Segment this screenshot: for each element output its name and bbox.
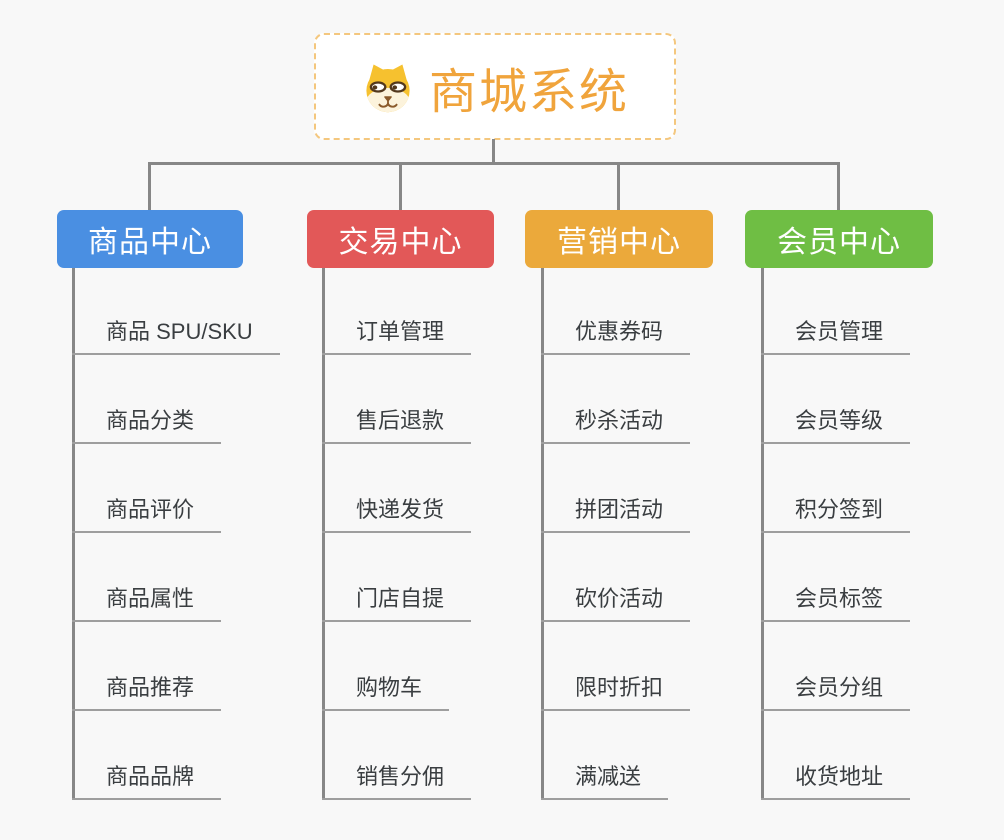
- child-node[interactable]: 门店自提: [322, 576, 472, 622]
- child-node[interactable]: 商品分类: [72, 398, 222, 444]
- child-node[interactable]: 砍价活动: [541, 576, 691, 622]
- child-node[interactable]: 限时折扣: [541, 665, 691, 711]
- dog-face-icon: [366, 64, 410, 112]
- child-node[interactable]: 商品属性: [72, 576, 222, 622]
- branch-vertical-line: [322, 268, 325, 800]
- child-node[interactable]: 满减送: [541, 754, 669, 800]
- branch-node-1[interactable]: 交易中心: [307, 210, 494, 268]
- child-node[interactable]: 商品品牌: [72, 754, 222, 800]
- child-node[interactable]: 快递发货: [322, 487, 472, 533]
- branch-node-3[interactable]: 会员中心: [745, 210, 933, 268]
- branch-node-0[interactable]: 商品中心: [57, 210, 243, 268]
- connector-root-stub: [492, 139, 495, 163]
- child-node[interactable]: 优惠券码: [541, 309, 691, 355]
- child-node[interactable]: 订单管理: [322, 309, 472, 355]
- child-node[interactable]: 售后退款: [322, 398, 472, 444]
- branch-vertical-line: [541, 268, 544, 800]
- child-node[interactable]: 拼团活动: [541, 487, 691, 533]
- child-node[interactable]: 购物车: [322, 665, 450, 711]
- child-node[interactable]: 收货地址: [761, 754, 911, 800]
- child-node[interactable]: 商品推荐: [72, 665, 222, 711]
- connector-branch-drop: [399, 164, 402, 210]
- branch-vertical-line: [761, 268, 764, 800]
- child-node[interactable]: 会员管理: [761, 309, 911, 355]
- child-node[interactable]: 积分签到: [761, 487, 911, 533]
- connector-branch-drop: [837, 164, 840, 210]
- connector-branch-drop: [148, 164, 151, 210]
- connector-branch-drop: [617, 164, 620, 210]
- child-node[interactable]: 会员分组: [761, 665, 911, 711]
- child-node[interactable]: 商品 SPU/SKU: [72, 309, 280, 355]
- child-node[interactable]: 秒杀活动: [541, 398, 691, 444]
- child-node[interactable]: 销售分佣: [322, 754, 472, 800]
- branch-vertical-line: [72, 268, 75, 800]
- root-node[interactable]: 商城系统: [314, 33, 676, 140]
- child-node[interactable]: 会员等级: [761, 398, 911, 444]
- child-node[interactable]: 会员标签: [761, 576, 911, 622]
- connector-horizontal-bar: [148, 162, 840, 165]
- branch-node-2[interactable]: 营销中心: [525, 210, 713, 268]
- child-node[interactable]: 商品评价: [72, 487, 222, 533]
- root-title: 商城系统: [428, 65, 629, 119]
